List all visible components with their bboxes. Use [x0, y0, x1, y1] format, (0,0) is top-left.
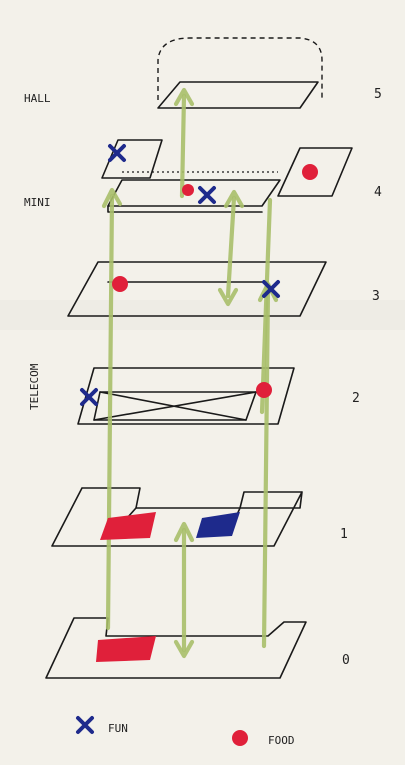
legend-food-label: FOOD: [268, 734, 295, 747]
connector-2-to-4-right: [259, 197, 273, 415]
level-3-plane: [67, 261, 327, 317]
level-5-outline-dashed: [157, 37, 323, 100]
floor-number-1: 1: [340, 527, 348, 542]
connector-0-to-4-left-head: [101, 187, 123, 209]
connectors: [101, 87, 279, 659]
food-marker-level-4-right: [302, 164, 318, 180]
label-telecom: TELECOM: [28, 363, 41, 410]
fun-marker-level-3: [262, 280, 280, 298]
connector-0-to-4-left: [105, 193, 115, 631]
level-5-slab: [157, 81, 319, 109]
floor-number-4: 4: [374, 185, 382, 200]
connector-0-to-3-right: [261, 287, 271, 649]
level-5-plane: [157, 37, 323, 109]
food-markers: [112, 164, 318, 398]
connector-3-to-4: [225, 195, 237, 299]
legend-fun-label: FUN: [108, 722, 128, 735]
floor-number-2: 2: [352, 391, 360, 406]
food-area-level-0: [96, 636, 156, 662]
legend-food-icon: [232, 730, 248, 746]
level-3-slab: [67, 261, 327, 317]
label-mini: MINI: [24, 196, 51, 209]
fun-marker-level-4-left: [108, 144, 126, 162]
connector-4-to-5: [179, 93, 187, 199]
level-2-cross: [93, 391, 257, 421]
fun-markers: [80, 144, 280, 406]
level-4-left-slab: [101, 139, 163, 179]
paper-fold: [0, 300, 405, 330]
connector-0-to-1-heads: [173, 521, 195, 659]
floor-number-5: 5: [374, 87, 382, 102]
connector-4-to-5-head: [173, 87, 195, 107]
food-marker-level-3: [112, 276, 128, 292]
floor-number-0: 0: [342, 653, 350, 668]
food-marker-level-4-center: [182, 184, 194, 196]
connector-3-to-4-heads: [217, 189, 245, 307]
floor-number-3: 3: [372, 289, 380, 304]
legend: FUN FOOD: [76, 716, 295, 747]
fun-marker-level-2: [80, 388, 98, 406]
food-marker-level-2: [256, 382, 272, 398]
level-4-center-edge: [107, 205, 263, 213]
legend-fun-icon: [76, 716, 94, 734]
label-hall: HALL: [24, 92, 51, 105]
level-1-slab: [51, 487, 303, 547]
fun-area-level-1: [196, 512, 240, 538]
level-4-right-slab: [277, 147, 353, 197]
fun-marker-level-4-center: [198, 186, 216, 204]
food-area-level-1: [100, 512, 156, 540]
